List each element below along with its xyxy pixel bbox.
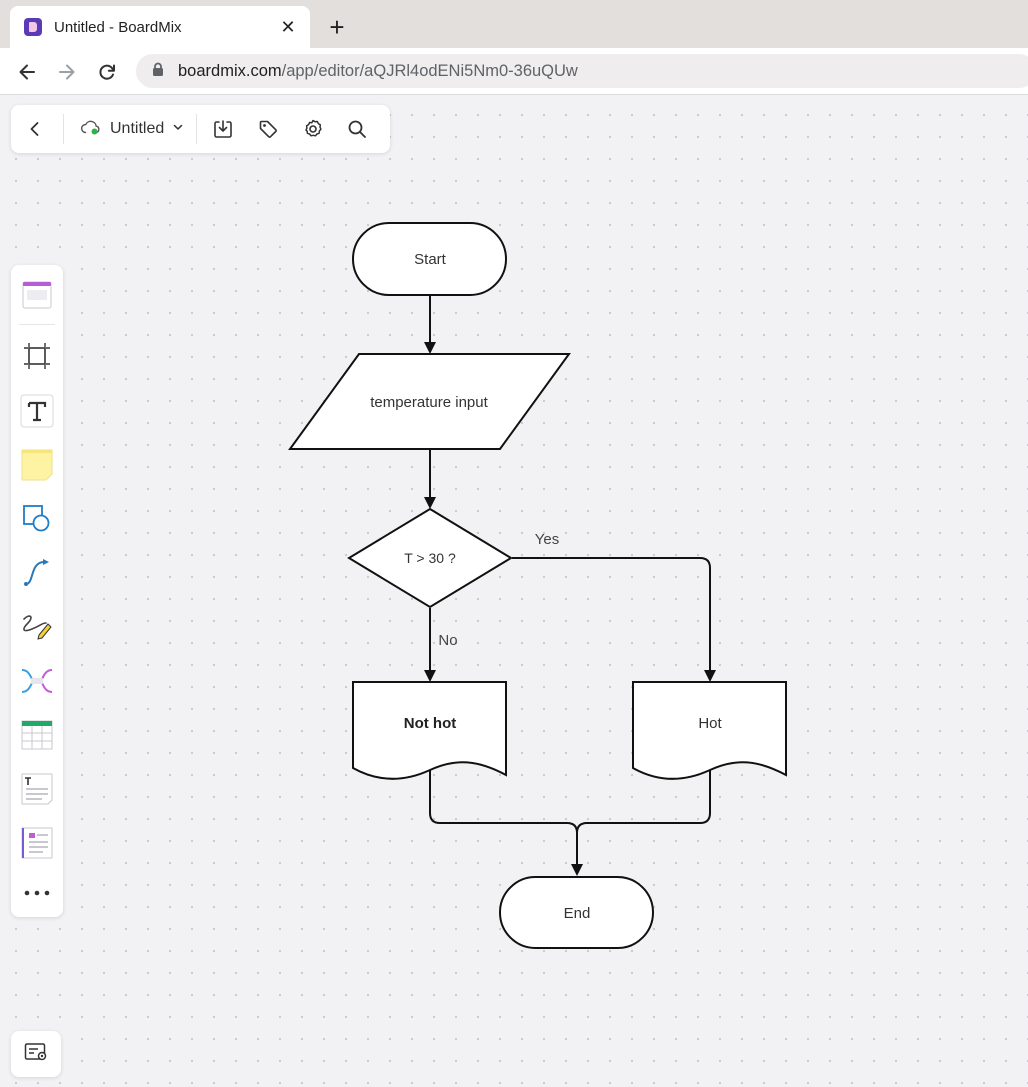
editor-left-toolbar bbox=[11, 265, 63, 917]
document-title-menu[interactable]: Untitled bbox=[64, 112, 196, 146]
boardmix-favicon-icon bbox=[24, 18, 42, 36]
temperature-input-node[interactable]: temperature input bbox=[288, 353, 571, 450]
reload-icon[interactable] bbox=[93, 58, 121, 86]
sticky-note-icon[interactable] bbox=[17, 445, 57, 485]
list-document-icon[interactable] bbox=[17, 823, 57, 863]
mindmap-icon[interactable] bbox=[17, 661, 57, 701]
yes-label: Yes bbox=[535, 531, 559, 548]
minimap-button[interactable] bbox=[11, 1031, 61, 1077]
editor-top-toolbar: Untitled bbox=[11, 105, 390, 153]
shape-icon[interactable] bbox=[17, 499, 57, 539]
address-bar[interactable]: boardmix.com/app/editor/aQJRl4odENi5Nm0-… bbox=[136, 54, 1028, 88]
connector-icon[interactable] bbox=[17, 553, 57, 593]
toolbar-divider bbox=[19, 324, 55, 325]
url-domain: boardmix.com bbox=[178, 61, 282, 80]
hot-node[interactable]: Hot bbox=[632, 681, 787, 780]
settings-icon[interactable] bbox=[297, 113, 329, 145]
text-icon[interactable] bbox=[17, 391, 57, 431]
not-hot-node[interactable]: Not hot bbox=[352, 681, 507, 780]
connector-hot-to-end[interactable] bbox=[576, 770, 711, 834]
not-hot-label: Not hot bbox=[404, 715, 456, 732]
decision-node[interactable]: T > 30 ? bbox=[347, 507, 513, 609]
url-path: /app/editor/aQJRl4odENi5Nm0-36uQUw bbox=[281, 61, 578, 80]
text-document-icon[interactable] bbox=[17, 769, 57, 809]
frame-icon[interactable] bbox=[17, 336, 57, 376]
new-tab-button[interactable]: + bbox=[329, 11, 345, 42]
back-icon[interactable] bbox=[19, 113, 51, 145]
chevron-down-icon bbox=[172, 120, 184, 138]
end-label: End bbox=[564, 905, 591, 922]
back-arrow-icon[interactable] bbox=[13, 58, 41, 86]
flow-connectors bbox=[424, 296, 716, 876]
browser-nav-bar: boardmix.com/app/editor/aQJRl4odENi5Nm0-… bbox=[0, 48, 1028, 95]
document-title: Untitled bbox=[110, 120, 165, 137]
table-icon[interactable] bbox=[17, 715, 57, 755]
toolbar-divider bbox=[63, 114, 64, 144]
lock-icon bbox=[152, 62, 164, 81]
browser-tab[interactable]: Untitled - BoardMix ✕ bbox=[10, 6, 310, 48]
tab-title: Untitled - BoardMix bbox=[54, 18, 182, 36]
more-icon[interactable] bbox=[17, 873, 57, 913]
temperature-input-label: temperature input bbox=[370, 394, 488, 411]
cloud-icon bbox=[80, 119, 102, 140]
forward-arrow-icon[interactable] bbox=[53, 58, 81, 86]
toolbar-divider bbox=[196, 114, 198, 144]
decision-label: T > 30 ? bbox=[404, 550, 456, 566]
url-text: boardmix.com/app/editor/aQJRl4odENi5Nm0-… bbox=[178, 62, 578, 81]
pen-icon[interactable] bbox=[17, 607, 57, 647]
browser-tab-bar: Untitled - BoardMix ✕ + bbox=[0, 0, 1028, 48]
hot-label: Hot bbox=[698, 715, 722, 732]
download-icon[interactable] bbox=[207, 113, 239, 145]
connector-not-hot-to-end[interactable] bbox=[429, 770, 583, 876]
close-tab-icon[interactable]: ✕ bbox=[280, 16, 296, 37]
template-icon[interactable] bbox=[17, 275, 57, 315]
end-node[interactable]: End bbox=[499, 876, 654, 949]
tag-icon[interactable] bbox=[252, 113, 284, 145]
start-node[interactable]: Start bbox=[352, 222, 507, 296]
no-label: No bbox=[438, 632, 457, 649]
search-icon[interactable] bbox=[341, 113, 373, 145]
minimap-icon bbox=[24, 1042, 48, 1067]
connector-yes-branch[interactable] bbox=[512, 557, 716, 682]
start-label: Start bbox=[414, 251, 447, 268]
